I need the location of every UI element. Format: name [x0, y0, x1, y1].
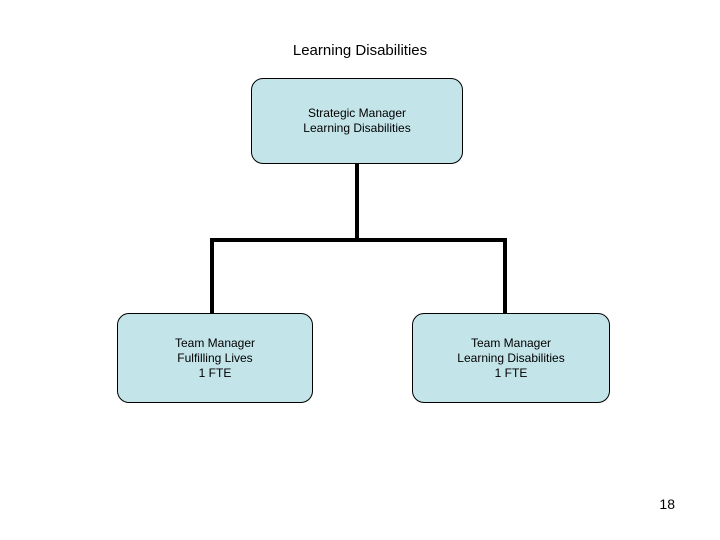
page-number: 18	[659, 496, 675, 512]
org-node-team-manager-fulfilling-lives[interactable]: Team Manager Fulfilling Lives 1 FTE	[117, 313, 313, 403]
org-node-team-manager-learning-disabilities-label: Team Manager Learning Disabilities 1 FTE	[457, 335, 565, 380]
page-title: Learning Disabilities	[292, 42, 428, 59]
connector-horizontal-bus	[210, 238, 507, 242]
connector-to-left-child	[210, 238, 214, 315]
connector-to-right-child	[503, 238, 507, 315]
org-node-team-manager-learning-disabilities[interactable]: Team Manager Learning Disabilities 1 FTE	[412, 313, 610, 403]
org-node-strategic-manager[interactable]: Strategic Manager Learning Disabilities	[251, 78, 463, 164]
connector-root-stem	[355, 164, 359, 240]
org-node-team-manager-fulfilling-lives-label: Team Manager Fulfilling Lives 1 FTE	[174, 335, 256, 380]
org-node-strategic-manager-label: Strategic Manager Learning Disabilities	[303, 106, 411, 135]
